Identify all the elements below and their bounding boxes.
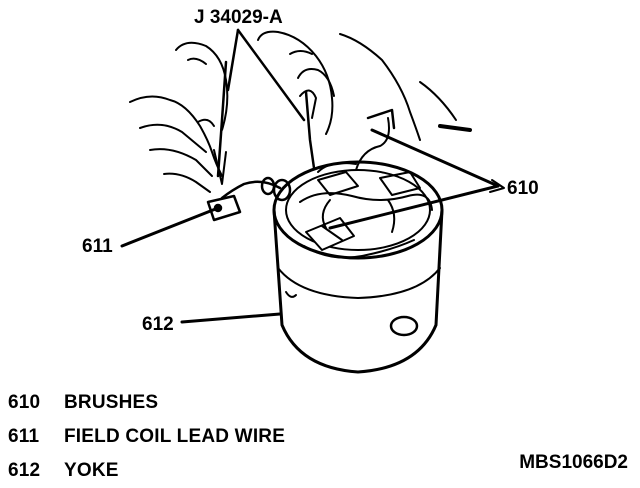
legend-text: YOKE	[64, 460, 119, 481]
legend-item: 610 BRUSHES	[8, 386, 508, 420]
yoke-cylinder	[272, 160, 444, 374]
reference-code: MBS1066D2	[519, 452, 628, 473]
legend-number: 611	[8, 426, 40, 447]
brush-holder	[299, 108, 433, 259]
ohmmeter-probe	[213, 60, 317, 185]
legend-item: 611 FIELD COIL LEAD WIRE	[8, 420, 508, 454]
parts-legend: 610 BRUSHES 611 FIELD COIL LEAD WIRE 612…	[8, 386, 508, 488]
callout-610: 610	[507, 178, 539, 199]
callout-611: 611	[82, 236, 113, 257]
legend-text: FIELD COIL LEAD WIRE	[64, 426, 286, 447]
callout-612: 612	[142, 314, 174, 335]
legend-text: BRUSHES	[64, 392, 159, 413]
callout-leader-lines	[120, 128, 505, 324]
legend-number: 610	[8, 392, 41, 413]
tool-leader-lines	[226, 28, 306, 122]
hand-illustration	[129, 30, 472, 193]
field-coil-lead-wire	[206, 176, 292, 222]
tool-label: J 34029-A	[194, 7, 283, 28]
legend-item: 612 YOKE	[8, 454, 508, 488]
legend-number: 612	[8, 460, 41, 481]
